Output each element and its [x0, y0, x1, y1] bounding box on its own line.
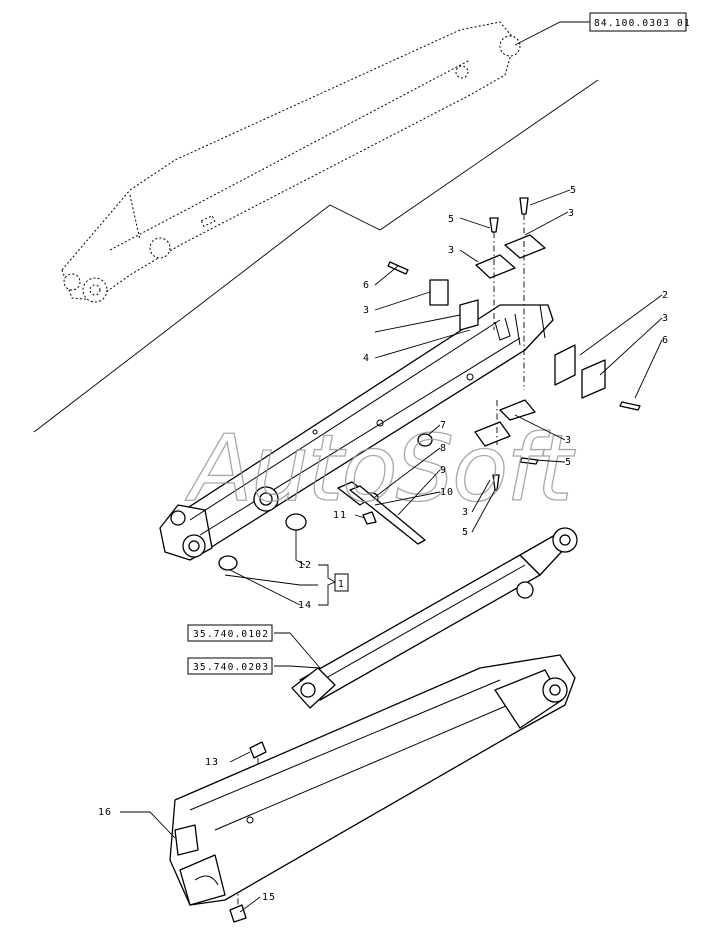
- section-divider-line: [33, 79, 599, 433]
- ref-cylinder-b-text: 35.740.0203: [193, 662, 269, 673]
- hydraulic-cylinder: [291, 527, 578, 709]
- callout-13: 13: [205, 757, 219, 768]
- callout-9: 9: [440, 465, 447, 476]
- callout-10: 10: [440, 487, 454, 498]
- callout-1: 1: [338, 579, 345, 590]
- callout-3: 3: [448, 245, 455, 256]
- outer-boom: [169, 654, 576, 906]
- callout-5: 5: [570, 185, 577, 196]
- callout-15: 15: [262, 892, 276, 903]
- ref-cylinder-a-text: 35.740.0102: [193, 629, 269, 640]
- callout-6: 6: [363, 280, 370, 291]
- ghost-upper-boom: [61, 21, 521, 303]
- callout-11: 11: [333, 510, 347, 521]
- ref-box-cylinder-b: 35.740.0203: [187, 657, 273, 675]
- callout-3: 3: [565, 435, 572, 446]
- wear-pads: [429, 234, 606, 447]
- callout-4: 4: [363, 353, 370, 364]
- inner-boom: [159, 304, 554, 561]
- callout-6: 6: [662, 335, 669, 346]
- screws: [387, 197, 641, 491]
- watermark: AutoSoft: [185, 415, 576, 522]
- callout-labels: 2 3 6 5 3 5 3 6 3 4 3 5 7 8 9 10 11 3 5 …: [98, 185, 669, 903]
- ref-box-cylinder-a: 35.740.0102: [187, 624, 273, 642]
- callout-7: 7: [440, 420, 447, 431]
- callout-8: 8: [440, 443, 447, 454]
- callout-box-1: 1: [334, 573, 349, 592]
- callout-12: 12: [298, 560, 312, 571]
- leader-lines: [120, 21, 663, 913]
- callout-3: 3: [662, 313, 669, 324]
- pins-and-bushings: [218, 433, 433, 923]
- ref-box-top: 84.100.0303 01: [589, 12, 691, 32]
- callout-3: 3: [462, 507, 469, 518]
- callout-3: 3: [363, 305, 370, 316]
- callout-2: 2: [662, 290, 669, 301]
- callout-5: 5: [448, 214, 455, 225]
- callout-5: 5: [462, 527, 469, 538]
- callout-5: 5: [565, 457, 572, 468]
- ref-top-text: 84.100.0303 01: [594, 18, 691, 29]
- callout-3: 3: [568, 208, 575, 219]
- callout-16: 16: [98, 807, 112, 818]
- callout-14: 14: [298, 600, 312, 611]
